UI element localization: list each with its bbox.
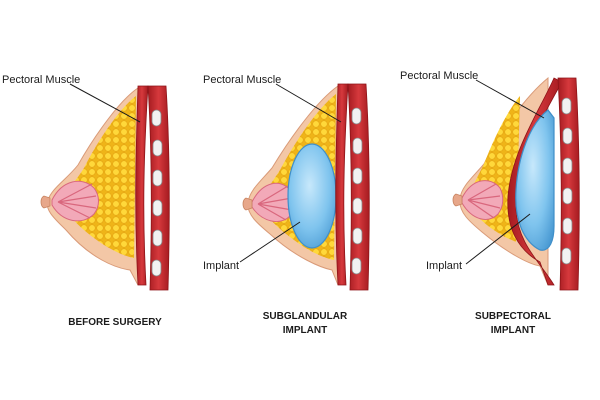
implant-label-subglandular: Implant bbox=[203, 260, 240, 272]
pectoral-muscle-label-before: Pectoral Muscle bbox=[2, 74, 81, 86]
pectoral-muscle-pointer bbox=[69, 83, 141, 123]
caption-line-1: SUBGLANDULAR bbox=[262, 311, 348, 322]
caption-line-1: BEFORE SURGERY bbox=[68, 317, 162, 328]
panel-before-surgery bbox=[40, 83, 170, 291]
caption-subpectoral: SUBPECTORAL IMPLANT bbox=[428, 310, 598, 338]
nipple bbox=[452, 193, 463, 207]
panel-subglandular bbox=[239, 83, 370, 291]
pectoral-muscle bbox=[335, 83, 349, 286]
caption-line-2: IMPLANT bbox=[282, 325, 328, 336]
pectoral-muscle bbox=[135, 85, 149, 286]
pectoral-muscle-label-subglandular: Pectoral Muscle bbox=[203, 74, 282, 86]
caption-line-1: SUBPECTORAL bbox=[475, 311, 551, 322]
implant bbox=[287, 143, 337, 249]
implant bbox=[515, 109, 555, 251]
pectoral-muscle-label-subpectoral: Pectoral Muscle bbox=[400, 70, 479, 82]
panel-subpectoral bbox=[452, 76, 580, 291]
implant-pointer bbox=[239, 221, 301, 263]
mammary-gland bbox=[51, 180, 99, 222]
ribs bbox=[151, 109, 163, 277]
pectoral-muscle-pointer bbox=[275, 83, 342, 123]
nipple bbox=[40, 195, 51, 209]
ribs bbox=[561, 97, 573, 265]
implant-pointer bbox=[465, 213, 531, 265]
implant-label-subpectoral: Implant bbox=[426, 260, 463, 272]
mammary-gland bbox=[461, 180, 504, 220]
caption-subglandular: SUBGLANDULAR IMPLANT bbox=[220, 310, 390, 338]
pectoral-muscle-pointer bbox=[475, 79, 545, 119]
caption-line-2: IMPLANT bbox=[490, 325, 536, 336]
ribs bbox=[351, 107, 363, 275]
caption-before-surgery: BEFORE SURGERY bbox=[30, 316, 200, 330]
nipple bbox=[242, 197, 253, 211]
